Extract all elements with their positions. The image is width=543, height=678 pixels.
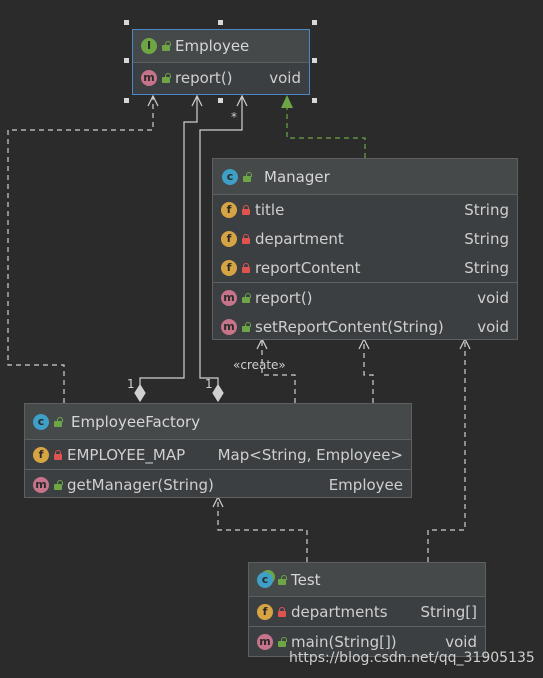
composition-factory-employee-b[interactable] (199, 94, 248, 403)
member-name: department (255, 229, 344, 248)
class-name: Test (291, 570, 321, 589)
member-name: main(String[]) (291, 632, 397, 651)
member-name: reportContent (255, 258, 361, 277)
lock-icon (277, 606, 287, 617)
unlock-icon (161, 41, 171, 51)
unlock-icon (53, 416, 63, 427)
selection-handle[interactable] (312, 58, 317, 63)
employee-class-box[interactable]: I Employee m report() void (132, 29, 310, 95)
member-type: void (477, 288, 509, 307)
class-name: Employee (175, 37, 250, 55)
member-name: report() (255, 288, 313, 307)
selection-handle[interactable] (312, 20, 317, 25)
employee-header: I Employee (133, 30, 309, 63)
member-type: Map<String, Employee> (217, 445, 403, 464)
field-row[interactable]: f EMPLOYEE_MAP Map<String, Employee> (25, 440, 411, 469)
unlock-icon (277, 574, 287, 585)
unlock-icon (277, 636, 287, 647)
method-icon: m (141, 69, 157, 86)
unlock-icon (242, 171, 252, 182)
member-name: report() (175, 68, 233, 87)
member-type: Employee (328, 475, 403, 494)
method-icon: m (33, 476, 49, 493)
field-icon: f (221, 230, 237, 247)
member-type: String (464, 200, 509, 219)
test-header: c Test (249, 563, 485, 597)
selection-handle[interactable] (124, 58, 129, 63)
method-icon: m (257, 633, 273, 650)
method-row[interactable]: m report() void (213, 282, 517, 312)
class-name: EmployeeFactory (71, 412, 201, 431)
method-icon: m (221, 318, 237, 335)
unlock-icon (53, 479, 63, 490)
test-class-box[interactable]: c Test f departments String[] m main(Str… (248, 562, 486, 657)
method-row[interactable]: m getManager(String) Employee (25, 469, 411, 499)
method-row[interactable]: m setReportContent(String) void (213, 312, 517, 341)
dependency-test-manager[interactable] (427, 337, 471, 562)
composition-factory-employee-a[interactable] (134, 94, 203, 403)
interface-icon: I (141, 38, 157, 54)
unlock-icon (161, 72, 171, 83)
create-stereotype-label: «create» (233, 358, 286, 372)
dependency-factory-manager[interactable] (358, 337, 374, 403)
multiplicity-one-label: 1 (127, 377, 135, 391)
lock-icon (241, 204, 251, 215)
dependency-test-factory[interactable] (212, 495, 308, 562)
runnable-class-icon: c (257, 571, 273, 588)
dependency-factory-employee[interactable] (7, 94, 159, 403)
field-row[interactable]: f department String (213, 224, 517, 253)
class-name: Manager (264, 167, 330, 186)
manager-class-box[interactable]: c Manager f title String f department St… (212, 158, 518, 340)
employeefactory-header: c EmployeeFactory (25, 404, 411, 440)
field-row[interactable]: f title String (213, 195, 517, 224)
field-row[interactable]: f reportContent String (213, 253, 517, 282)
field-icon: f (221, 259, 237, 276)
field-icon: f (33, 446, 49, 463)
field-icon: f (221, 201, 237, 218)
class-icon: c (33, 413, 49, 430)
lock-icon (53, 449, 63, 460)
lock-icon (241, 233, 251, 244)
selection-handle[interactable] (124, 98, 129, 103)
multiplicity-one-label: 1 (205, 377, 213, 391)
selection-handle[interactable] (312, 98, 317, 103)
method-row[interactable]: m report() void (133, 63, 309, 92)
member-name: getManager(String) (67, 475, 214, 494)
selection-handle[interactable] (218, 20, 223, 25)
member-type: void (269, 68, 301, 87)
member-type: void (477, 317, 509, 336)
selection-handle[interactable] (124, 20, 129, 25)
unlock-icon (241, 292, 251, 303)
selection-handle[interactable] (218, 98, 223, 103)
realization-manager-employee[interactable] (281, 95, 366, 158)
unlock-icon (241, 321, 251, 332)
member-name: departments (291, 602, 388, 621)
method-row[interactable]: m main(String[]) void (249, 626, 485, 656)
member-type: void (445, 632, 477, 651)
member-type: String (464, 229, 509, 248)
multiplicity-star-label: * (231, 110, 237, 124)
member-name: EMPLOYEE_MAP (67, 445, 186, 464)
field-row[interactable]: f departments String[] (249, 597, 485, 626)
member-type: String[] (420, 602, 477, 621)
member-name: title (255, 200, 285, 219)
employeefactory-class-box[interactable]: c EmployeeFactory f EMPLOYEE_MAP Map<Str… (24, 403, 412, 498)
lock-icon (241, 262, 251, 273)
member-type: String (464, 258, 509, 277)
field-icon: f (257, 603, 273, 620)
manager-header: c Manager (213, 159, 517, 195)
member-name: setReportContent(String) (255, 317, 444, 336)
class-icon: c (222, 168, 238, 185)
method-icon: m (221, 289, 237, 306)
watermark: https://blog.csdn.net/qq_31905135 (289, 650, 535, 666)
